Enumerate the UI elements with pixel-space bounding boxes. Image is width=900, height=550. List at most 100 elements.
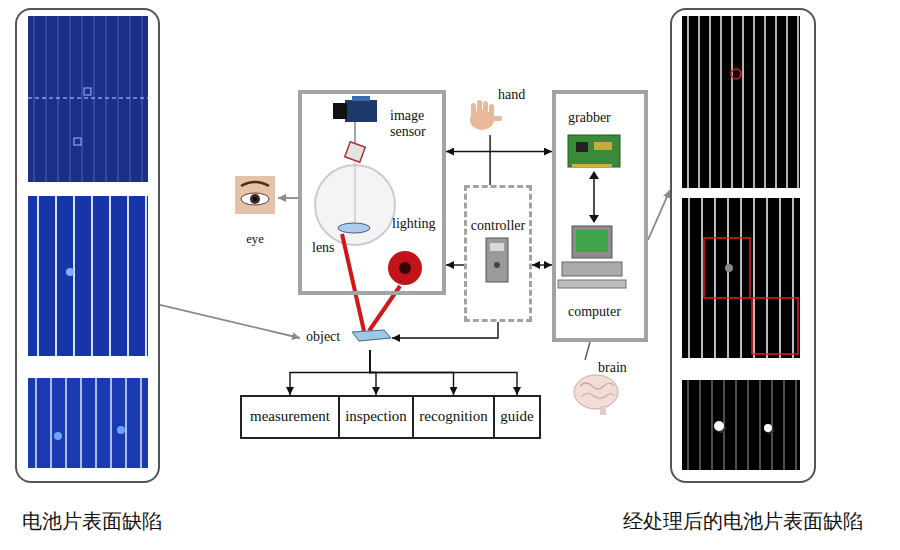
processed-cell-images xyxy=(682,16,800,470)
controller-device xyxy=(486,238,508,282)
part-label: hand xyxy=(498,87,525,103)
eye-skin xyxy=(235,176,275,214)
defect-spot xyxy=(54,432,62,440)
controller-box: controller xyxy=(464,185,532,322)
hand-thumb xyxy=(492,116,502,121)
part-label: grabber xyxy=(568,110,611,126)
controller-panel xyxy=(490,243,504,251)
arrowhead xyxy=(589,215,599,223)
part-label: lighting xyxy=(392,216,436,232)
part-label: brain xyxy=(598,360,627,376)
defect-mark xyxy=(731,69,741,79)
vision-box: image sensor lens lighting xyxy=(298,90,446,295)
connector-arrow xyxy=(585,342,590,360)
image-panel: 电池片表面缺陷 xyxy=(15,8,160,483)
function-box: recognition xyxy=(412,395,495,439)
connector-arrow xyxy=(160,305,300,338)
controller-box xyxy=(486,238,508,282)
computer-case xyxy=(562,262,622,276)
arrowhead xyxy=(589,171,599,179)
defect-spot xyxy=(725,264,733,272)
hand-finger xyxy=(477,100,482,116)
bus-line xyxy=(593,172,595,222)
processed-image xyxy=(682,16,800,188)
image-panel: 经处理后的电池片表面缺陷 xyxy=(670,8,816,483)
function-label: guide xyxy=(500,408,533,425)
processed-image xyxy=(682,198,800,358)
brain-shape xyxy=(574,375,618,409)
connector-arrow xyxy=(446,151,552,152)
optical-axis xyxy=(354,122,356,143)
brain-folds xyxy=(580,383,614,399)
eye-picture xyxy=(235,176,275,214)
ring-light-hole xyxy=(399,262,411,274)
defect-mark xyxy=(752,298,798,354)
defect-mark xyxy=(704,238,750,298)
controller-knob xyxy=(494,262,500,268)
function-box: guide xyxy=(493,395,541,439)
part-label: computer xyxy=(568,304,621,320)
lens-symbol xyxy=(338,223,370,233)
defect-mark xyxy=(74,138,81,145)
defect-spot xyxy=(117,426,125,434)
object-slab xyxy=(352,330,391,341)
function-label: inspection xyxy=(345,408,407,425)
keyboard xyxy=(558,280,626,288)
eye-pupil xyxy=(253,197,257,201)
ring-light xyxy=(388,251,422,285)
brain-picture xyxy=(574,375,618,415)
connector-arrow xyxy=(489,135,490,185)
cell-image xyxy=(28,378,148,468)
hand-finger xyxy=(489,104,494,117)
camera-body xyxy=(345,100,377,122)
monitor xyxy=(572,226,612,258)
cell-image xyxy=(28,196,148,356)
processed-image xyxy=(682,380,800,470)
part-label: lens xyxy=(312,240,335,256)
function-label: measurement xyxy=(250,408,330,425)
cell-image xyxy=(28,16,148,182)
defect-mark xyxy=(84,88,91,95)
part-label: image sensor xyxy=(390,108,442,140)
connector-arrow xyxy=(370,350,517,395)
raw-cell-images xyxy=(28,16,148,468)
connector-arrow xyxy=(446,264,464,265)
hand-finger xyxy=(483,101,488,116)
panel-caption: 电池片表面缺陷 xyxy=(22,510,162,533)
mirror-symbol xyxy=(345,142,366,163)
hand-picture xyxy=(470,100,502,130)
camera-top xyxy=(352,96,370,101)
function-box: measurement xyxy=(240,395,340,439)
defect-spot xyxy=(764,424,772,432)
function-box: inspection xyxy=(338,395,414,439)
eye-white xyxy=(241,193,269,205)
camera-lens xyxy=(333,103,347,119)
eye-node: eye xyxy=(232,172,278,252)
eyebrow xyxy=(241,182,269,186)
connector-arrow xyxy=(648,190,670,240)
computer-parts xyxy=(558,135,626,288)
brain-stem xyxy=(600,406,606,415)
brain-node: brain xyxy=(570,360,645,420)
connector-arrow xyxy=(278,197,298,199)
object-node: object xyxy=(300,326,392,350)
connector-arrow xyxy=(290,350,370,395)
function-label: recognition xyxy=(419,408,487,425)
optical-axis xyxy=(355,161,356,222)
connector-arrow xyxy=(532,264,552,265)
monitor-screen xyxy=(576,230,608,252)
defect-spot xyxy=(66,268,74,276)
grabber-card xyxy=(568,135,620,167)
hand-node: hand xyxy=(462,85,534,135)
part-label: eye xyxy=(232,232,278,246)
card-chip xyxy=(576,142,588,152)
computer-box: grabber computer xyxy=(552,90,648,342)
defect-spot xyxy=(714,421,724,431)
busbar-line xyxy=(28,98,148,99)
light-beam xyxy=(342,234,364,331)
part-label: object xyxy=(306,329,340,345)
